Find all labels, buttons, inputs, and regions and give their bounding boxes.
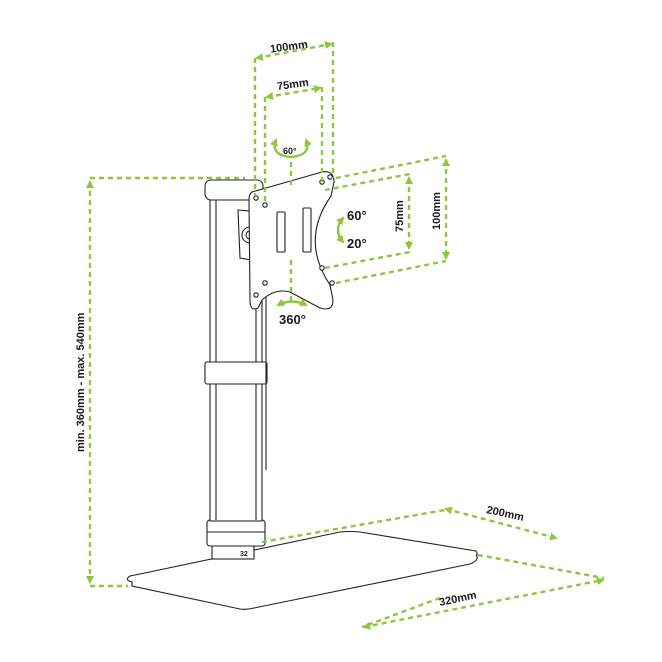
label-height-75-right: 75mm (394, 200, 406, 232)
label-tilt-top: 60° (283, 146, 297, 156)
label-tilt-up: 60° (347, 208, 367, 223)
label-height-range: min. 360mm - max. 540mm (75, 312, 87, 452)
column-marking: 32 (240, 551, 248, 558)
column: 32 (204, 179, 268, 560)
label-tilt-down: 20° (347, 236, 367, 251)
base-plate (126, 530, 478, 610)
label-height-100-right: 100mm (431, 192, 443, 230)
dimension-lines (86, 41, 605, 630)
label-rotation: 360° (279, 312, 306, 327)
vesa-plate (248, 171, 335, 310)
label-width-100-top: 100mm (269, 39, 308, 56)
label-width-75-top: 75mm (276, 77, 309, 93)
